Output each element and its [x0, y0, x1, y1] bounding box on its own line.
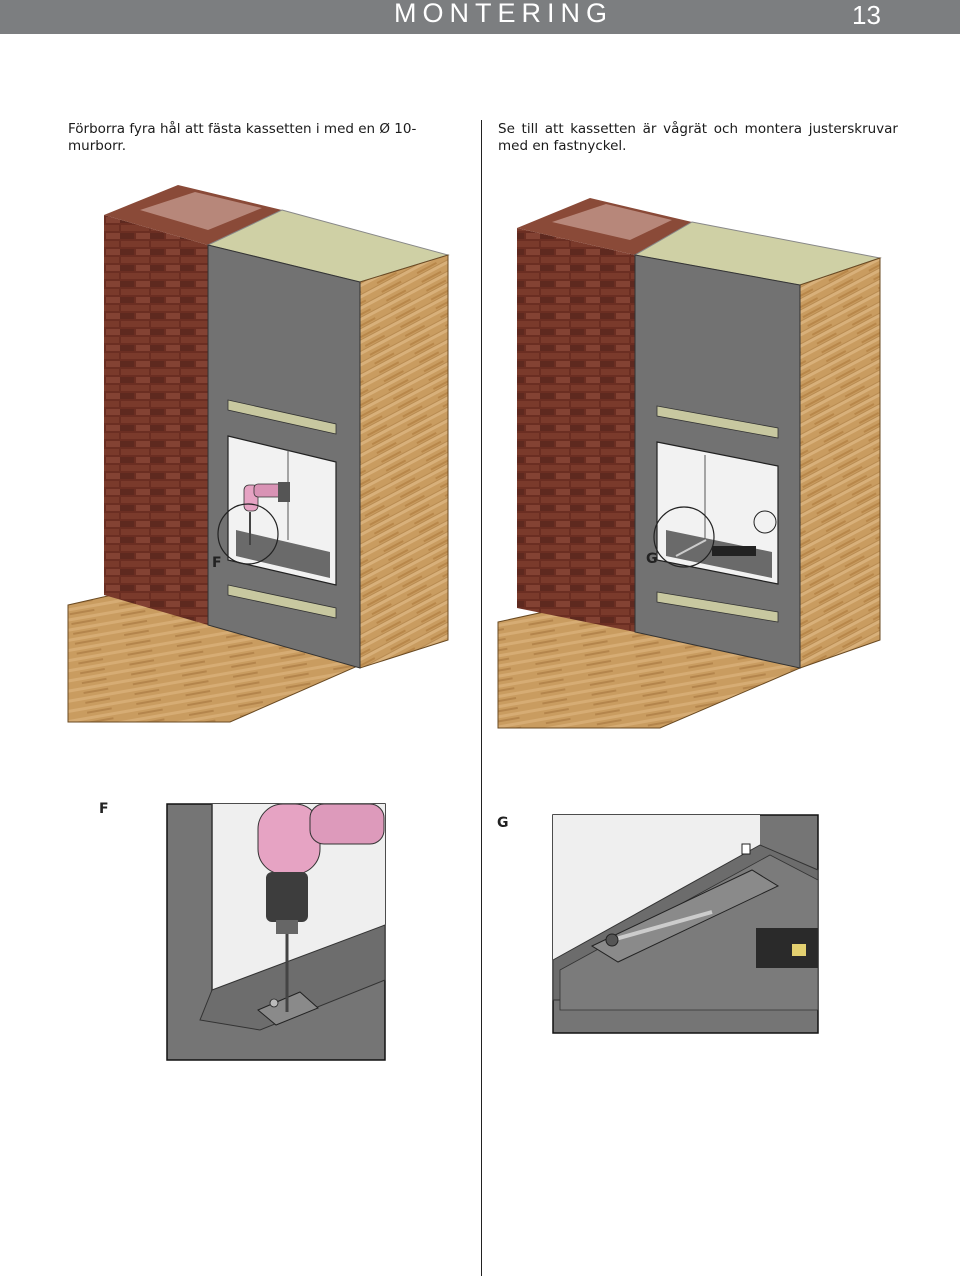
top-vent-slot: [656, 405, 779, 439]
detail-f-illustration: [166, 803, 386, 1061]
detail-label-g: G: [497, 815, 509, 831]
section-title: MONTERING: [394, 0, 613, 28]
page-number: 13: [852, 0, 881, 30]
detail-g-illustration: [552, 814, 819, 1034]
bottom-vent-slot: [227, 584, 337, 619]
detail-magnifier-circle: [653, 506, 715, 568]
level-magnifier-circle: [753, 510, 777, 534]
detail-label-f: F: [99, 801, 109, 817]
flue-opening: [140, 192, 262, 230]
right-fireplace-illustration: [497, 198, 882, 729]
wood-side-panel: [799, 257, 881, 669]
wrench-icon: [675, 539, 707, 557]
figure-label-g: G: [646, 551, 658, 567]
spirit-level-icon: [756, 928, 818, 968]
wood-side-panel: [359, 254, 449, 669]
page-header: MONTERING 13: [0, 0, 960, 34]
cassette-floor: [236, 530, 330, 578]
figure-label-f: F: [212, 555, 222, 571]
right-instruction-caption: Se till att kassetten är vågrät och mont…: [498, 121, 898, 154]
top-vent-slot: [227, 399, 337, 435]
brick-wall-left: [104, 215, 208, 625]
drill-icon: [257, 803, 385, 1012]
flue-opening: [552, 204, 672, 240]
wrench-icon: [611, 910, 713, 942]
drill-icon: [243, 482, 290, 545]
column-divider: [481, 120, 482, 1276]
detail-magnifier-circle: [217, 503, 279, 565]
bottom-vent-slot: [656, 591, 779, 623]
left-fireplace-illustration: [67, 185, 450, 723]
spirit-level-icon: [712, 546, 756, 556]
brick-wall-left: [517, 228, 635, 632]
left-instruction-caption: Förborra fyra hål att fästa kassetten i …: [68, 121, 417, 154]
